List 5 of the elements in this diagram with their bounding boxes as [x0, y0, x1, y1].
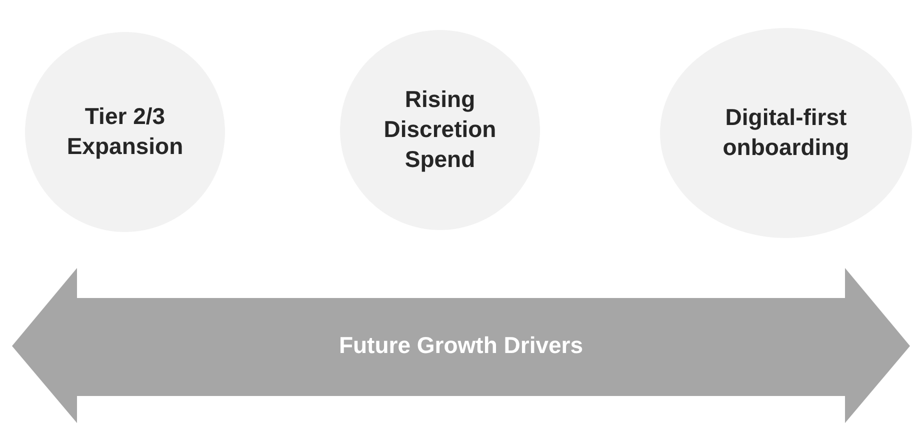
circle-label: Tier 2/3 Expansion — [66, 102, 184, 161]
arrow-label: Future Growth Drivers — [338, 332, 584, 359]
double-arrow-band — [12, 268, 910, 423]
circle-label: Digital-first onboarding — [722, 103, 850, 162]
circle-label: Rising Discretion Spend — [382, 85, 498, 174]
